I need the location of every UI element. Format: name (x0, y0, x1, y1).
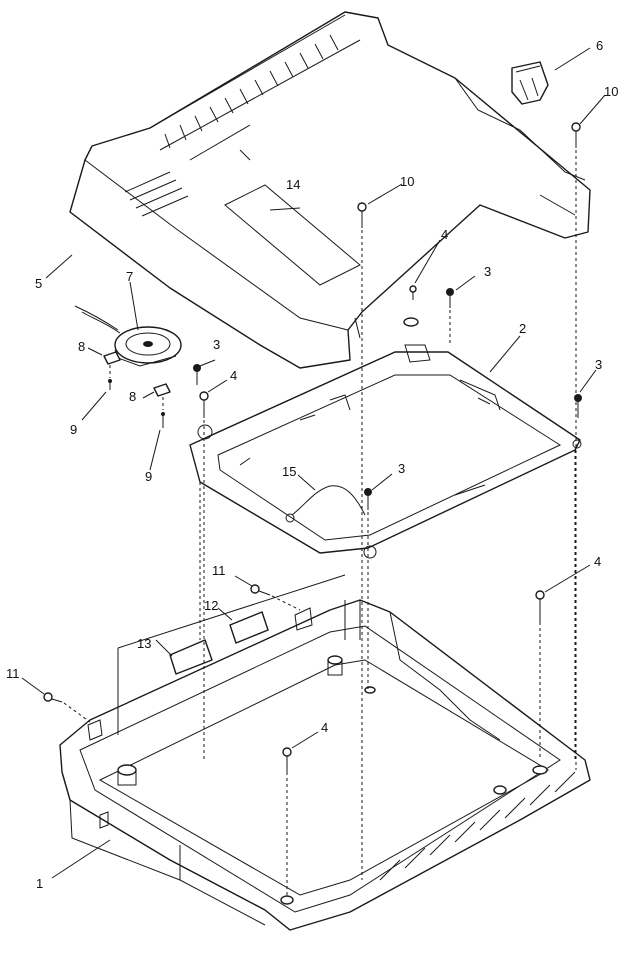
callout-4c: 4 (594, 554, 601, 569)
callout-9a: 9 (70, 422, 77, 437)
top-cover-assembly (69, 11, 591, 369)
label-area-12 (229, 611, 269, 644)
screw-10b (571, 122, 581, 770)
callout-4a: 4 (441, 227, 448, 242)
callout-4b: 4 (230, 368, 237, 383)
callout-11b: 11 (6, 666, 20, 681)
callout-labels: 1 2 3 3 3 3 4 4 4 4 5 6 7 8 8 9 9 10 10 … (6, 38, 618, 891)
leader-lines (21, 47, 606, 879)
callout-3a: 3 (213, 337, 220, 352)
callout-3b: 3 (484, 264, 491, 279)
callout-10b: 10 (604, 84, 618, 99)
callout-11a: 11 (212, 563, 226, 578)
callout-5: 5 (35, 276, 42, 291)
label-area-13 (169, 639, 213, 675)
callout-10a: 10 (400, 174, 414, 189)
callout-4d: 4 (321, 720, 328, 735)
callout-8b: 8 (129, 389, 136, 404)
screw-4d (282, 747, 292, 895)
pad-8a (103, 351, 121, 365)
screw-9b (161, 397, 165, 428)
washer-4b (199, 391, 209, 760)
washer-4a (403, 285, 419, 327)
screw-11b (43, 692, 91, 723)
callout-8a: 8 (78, 339, 85, 354)
callout-9b: 9 (145, 469, 152, 484)
screw-9a (108, 365, 112, 390)
pad-8b (153, 383, 171, 397)
vent-ribs (164, 34, 339, 149)
screw-3b (193, 364, 201, 385)
screw-11a (250, 584, 301, 611)
callout-2: 2 (519, 321, 526, 336)
callout-13: 13 (137, 636, 151, 651)
callout-6: 6 (596, 38, 603, 53)
callout-12: 12 (204, 598, 218, 613)
label-area-14 (224, 184, 361, 286)
speaker (74, 305, 182, 367)
metal-chassis-frame (189, 344, 582, 559)
base-tray (59, 574, 591, 931)
callout-3d: 3 (398, 461, 405, 476)
screw-4c (535, 590, 545, 760)
callout-15: 15 (282, 464, 296, 479)
callout-1: 1 (36, 876, 43, 891)
callout-3c: 3 (595, 357, 602, 372)
screw-10a (357, 202, 367, 880)
screw-3d (364, 488, 372, 690)
callout-14: 14 (286, 177, 300, 192)
callout-7: 7 (126, 269, 133, 284)
screw-3a (446, 288, 454, 345)
latch-part (511, 61, 549, 105)
screw-3c (574, 394, 582, 418)
